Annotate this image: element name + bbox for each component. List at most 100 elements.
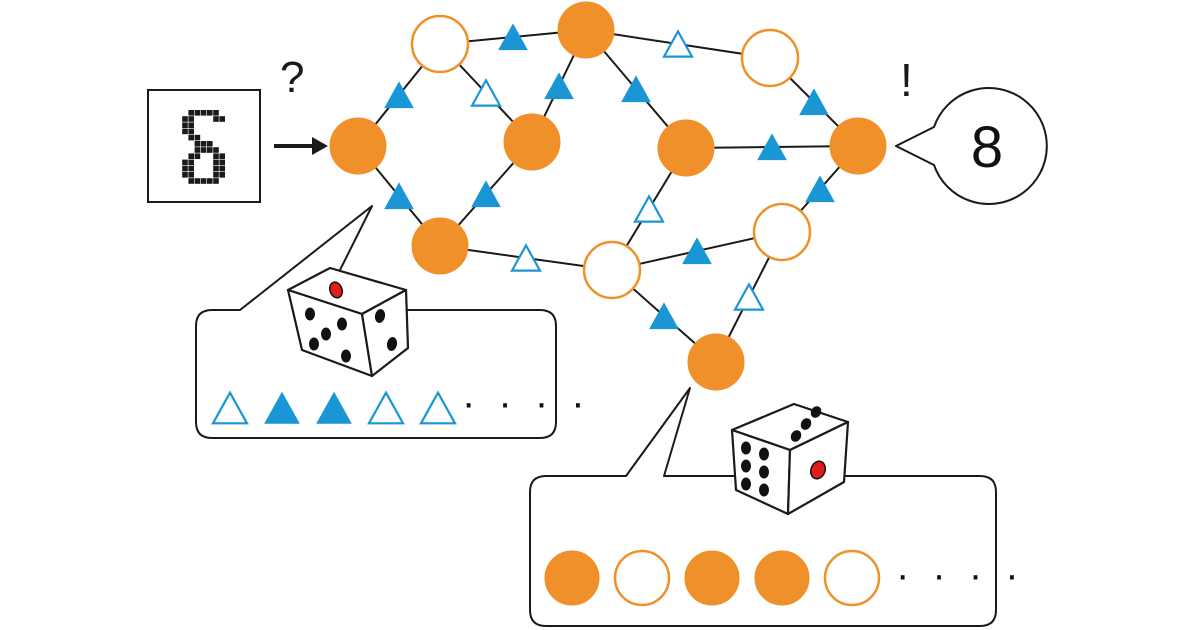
filled-node (829, 117, 887, 175)
output-answer: 8 (971, 115, 1003, 180)
glyph-pixel (207, 110, 213, 116)
black-pip (341, 349, 351, 363)
filled-triangle-marker (757, 133, 787, 161)
network-nodes (329, 1, 887, 391)
glyph-pixel (188, 116, 194, 122)
black-pip (810, 406, 822, 418)
filled-triangle-marker (649, 302, 679, 330)
edge-sequence-ellipsis: · · · · (462, 381, 591, 425)
filled-node (557, 1, 615, 59)
circle-sequence (544, 549, 881, 607)
glyph-pixel (188, 110, 194, 116)
glyph-pixel (213, 147, 219, 153)
glyph-pixel (188, 178, 194, 184)
glyph-pixel (219, 153, 225, 159)
glyph-pixel (213, 172, 219, 178)
hollow-node (582, 240, 642, 300)
hollow-triangle-marker (633, 194, 665, 223)
glyph-pixel (188, 134, 194, 141)
black-pip (305, 307, 315, 321)
hollow-triangle-marker (470, 78, 502, 107)
glyph-pixel (194, 153, 201, 159)
filled-triangle-marker (682, 237, 712, 265)
filled-triangle-marker (384, 81, 414, 109)
filled-triangle-marker (621, 75, 651, 103)
hollow-node (752, 202, 812, 262)
black-pip (741, 459, 751, 473)
die-right-face (360, 288, 410, 378)
glyph-pixel (182, 165, 188, 172)
black-pip (790, 430, 802, 442)
question-mark: ? (280, 53, 304, 102)
glyph-pixel (188, 159, 194, 166)
filled-triangle-marker (799, 88, 829, 116)
black-pip (741, 477, 751, 491)
hollow-triangle-token (367, 390, 405, 425)
hollow-triangle-marker (733, 282, 765, 311)
filled-triangle-marker (384, 182, 414, 210)
die-icon (286, 266, 410, 378)
black-pip (741, 441, 751, 455)
glyph-pixel (213, 159, 219, 166)
glyph-pixel (213, 153, 219, 159)
filled-circle-token (754, 550, 810, 606)
glyph-pixel (188, 128, 194, 135)
filled-node (411, 217, 469, 275)
glyph-pixel (213, 178, 219, 184)
glyph-pixel (219, 172, 225, 178)
red-pip (809, 460, 827, 480)
glyph-pixel (219, 116, 225, 122)
black-pip (309, 337, 319, 351)
glyph-pixel (200, 141, 207, 147)
hollow-circle-token (823, 549, 881, 607)
node-sequence-ellipsis: · · · · (896, 553, 1025, 597)
glyph-pixel (219, 165, 225, 172)
hollow-triangle-marker (510, 243, 542, 272)
glyph-pixel (188, 172, 194, 178)
edge-callout: · · · · (195, 205, 591, 439)
filled-triangle-marker (471, 180, 501, 208)
glyph-pixel (188, 122, 194, 128)
glyph-pixel (219, 159, 225, 166)
filled-node (329, 117, 387, 175)
filled-circle-token (684, 550, 740, 606)
glyph-pixel (200, 178, 207, 184)
glyph-pixel (188, 153, 194, 159)
exclamation-mark: ! (900, 54, 913, 106)
glyph-pixel (207, 178, 213, 184)
glyph-pixel (213, 165, 219, 172)
glyph-pixel (182, 116, 188, 122)
input-arrow (274, 137, 328, 155)
filled-node (503, 113, 561, 171)
glyph-pixel (182, 159, 188, 166)
pixel-digit-image (182, 110, 225, 184)
glyph-pixel (182, 122, 188, 128)
red-pip (328, 281, 344, 299)
hollow-node (410, 14, 470, 74)
filled-node (657, 119, 715, 177)
filled-node (687, 333, 745, 391)
glyph-pixel (194, 178, 201, 184)
black-pip (800, 418, 812, 430)
black-pip (386, 337, 398, 351)
glyph-pixel (194, 110, 201, 116)
glyph-pixel (182, 172, 188, 178)
hollow-triangle-token (211, 390, 249, 425)
hollow-node (740, 28, 800, 88)
glyph-pixel (207, 141, 213, 147)
filled-circle-token (544, 550, 600, 606)
glyph-pixel (213, 116, 219, 122)
filled-triangle-token (264, 391, 300, 424)
glyph-pixel (194, 147, 201, 153)
die-icon (730, 402, 850, 516)
glyph-pixel (200, 147, 207, 153)
filled-triangle-marker (544, 72, 574, 100)
hollow-circle-token (613, 549, 671, 607)
input-digit-panel (147, 89, 261, 203)
edge-markers (384, 23, 835, 330)
glyph-pixel (207, 147, 213, 153)
hollow-triangle-marker (662, 29, 694, 58)
filled-triangle-marker (498, 23, 528, 51)
black-pip (374, 309, 386, 323)
